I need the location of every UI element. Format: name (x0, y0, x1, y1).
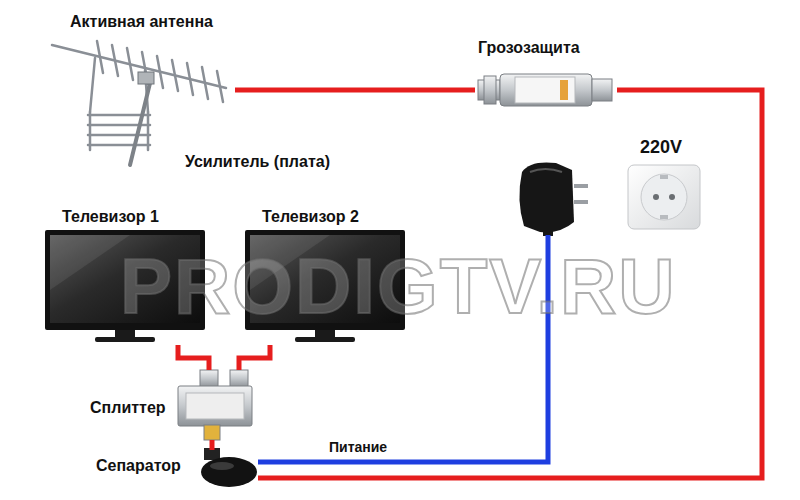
splitter-node: Сплиттер (88, 370, 253, 440)
device-label: Телевизор 1 (62, 207, 159, 226)
cable (235, 88, 475, 93)
cable (178, 345, 209, 370)
device-label: Сплиттер (90, 398, 166, 417)
cable (210, 440, 215, 450)
splitter-picture (178, 370, 252, 440)
surge-protector-node: Грозозащита (475, 38, 617, 113)
cable-label: Питание (326, 439, 390, 456)
part-label: Усилитель (плата) (185, 152, 330, 171)
device-label: Активная антенна (70, 12, 213, 31)
watermark: PRODIGTV.RU (120, 246, 677, 326)
device-label: Грозозащита (478, 38, 580, 57)
antenna-node: Активная антеннаУсилитель (плата) (40, 8, 235, 168)
device-label: 220V (640, 137, 682, 158)
separator-picture (201, 448, 257, 487)
surge-protector-picture (478, 74, 612, 106)
power-socket-node: 220V (515, 135, 705, 235)
device-label: Телевизор 2 (262, 207, 359, 226)
power-adapter-picture (519, 162, 588, 236)
cable (239, 345, 270, 370)
device-label: Сепаратор (96, 456, 181, 475)
separator-node: Сепаратор (96, 450, 258, 490)
wall-socket-picture (628, 165, 700, 229)
antenna-picture (52, 41, 226, 165)
